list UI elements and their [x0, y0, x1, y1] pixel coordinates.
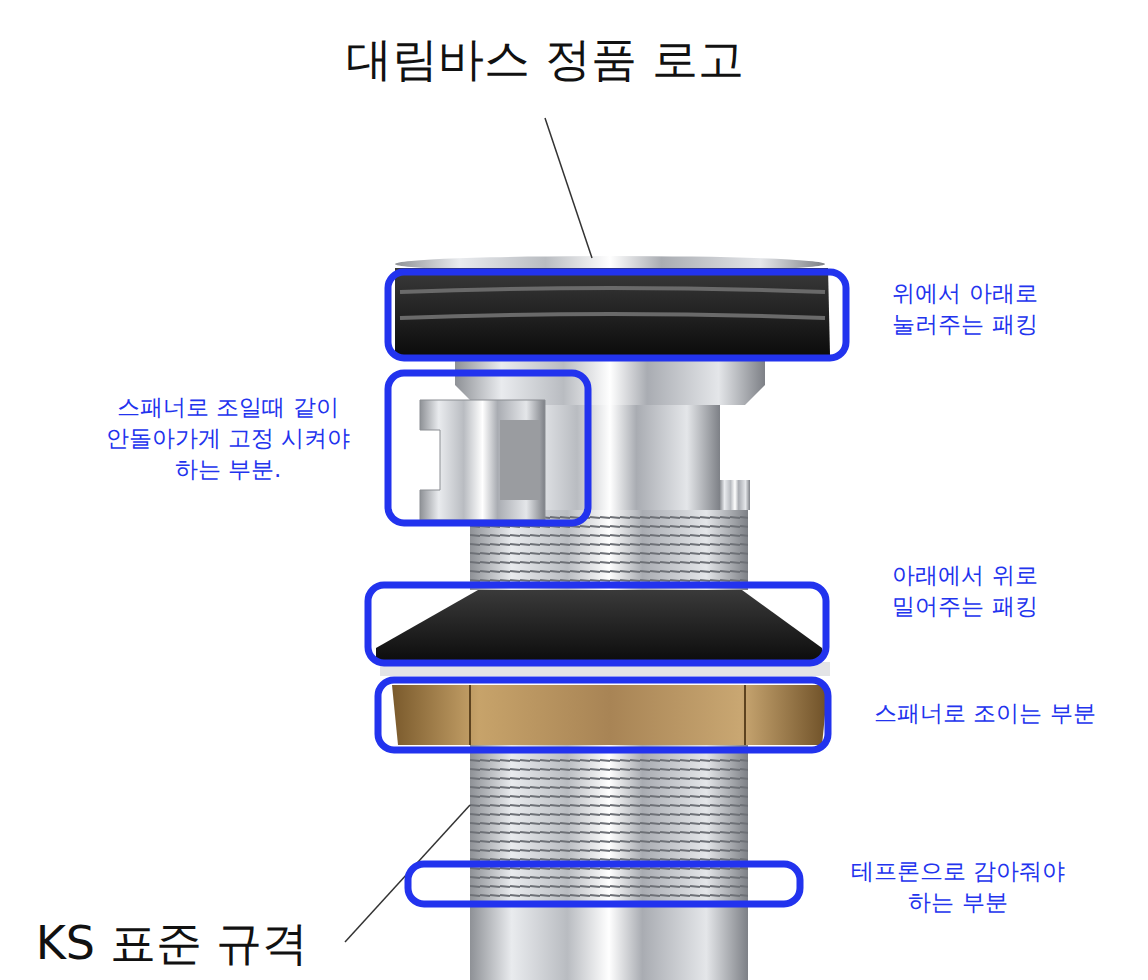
part-note: 위에서 아래로 눌러주는 패킹	[875, 278, 1055, 340]
highlight-box	[408, 864, 800, 904]
highlight-box	[378, 680, 828, 750]
highlight-box	[368, 585, 826, 663]
leader-line	[545, 118, 592, 258]
groove	[400, 288, 825, 292]
groove	[400, 314, 825, 318]
callout-title: 대림바스 정품 로고	[346, 28, 743, 90]
side-lug	[720, 480, 750, 510]
cone-packing	[376, 590, 822, 662]
clip	[420, 400, 545, 520]
part-note: 스패너로 조일때 같이 안돌아가게 고정 시켜야 하는 부분.	[88, 392, 368, 485]
neck	[455, 355, 765, 405]
part-note: 아래에서 위로 밀어주는 패킹	[875, 560, 1055, 622]
standard-label: KS 표준 규격	[36, 912, 309, 974]
pipe-thread	[470, 750, 748, 910]
part-note: 스패너로 조이는 부분	[874, 698, 1096, 729]
brass-nut	[392, 685, 828, 745]
highlight-box	[388, 373, 588, 523]
part-note: 테프론으로 감아줘야 하는 부분	[833, 856, 1083, 918]
clip-slot	[500, 420, 540, 500]
highlight-box	[388, 272, 846, 358]
top-packing	[395, 268, 830, 355]
